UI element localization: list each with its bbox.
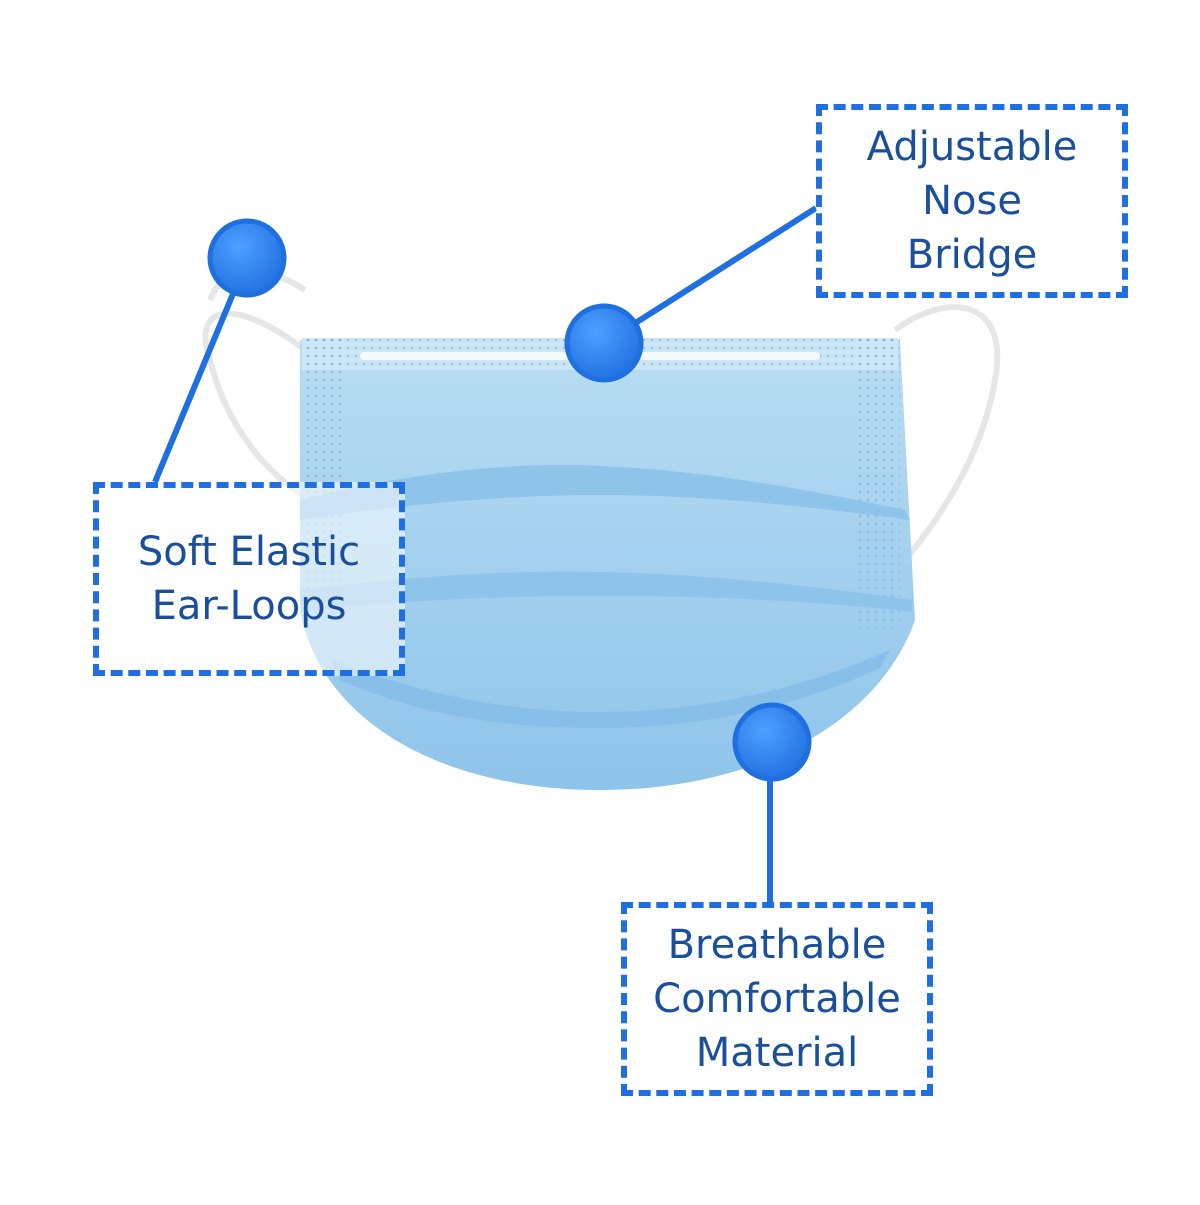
callout-ear-loops: Soft Elastic Ear-Loops bbox=[93, 482, 405, 676]
right-ear-strap bbox=[893, 304, 1001, 562]
callout-material-line-2: Comfortable bbox=[653, 976, 901, 1022]
circle-marker-icon bbox=[564, 303, 644, 383]
connector-ear bbox=[152, 258, 250, 484]
mask-body bbox=[300, 340, 915, 790]
callout-nose-bridge: Adjustable Nose Bridge bbox=[816, 104, 1128, 298]
callout-ear-line-2: Ear-Loops bbox=[151, 583, 347, 629]
callout-nose-line-3: Bridge bbox=[906, 232, 1038, 278]
left-ear-strap bbox=[202, 310, 312, 503]
callout-nose-line-2: Nose bbox=[922, 178, 1022, 224]
pleat-2 bbox=[300, 571, 912, 612]
circle-marker-icon bbox=[207, 218, 287, 298]
callout-material-line-1: Breathable bbox=[667, 922, 887, 968]
circle-marker-icon bbox=[732, 702, 812, 782]
pleat-3 bbox=[330, 650, 890, 728]
connector-nose bbox=[602, 205, 818, 346]
callout-ear-line-1: Soft Elastic bbox=[137, 529, 361, 575]
callout-material: Breathable Comfortable Material bbox=[621, 902, 933, 1096]
mask-right-edge bbox=[858, 338, 900, 628]
callout-nose-line-1: Adjustable bbox=[866, 124, 1078, 170]
pleat-1 bbox=[300, 465, 910, 520]
callout-material-line-3: Material bbox=[695, 1030, 859, 1076]
